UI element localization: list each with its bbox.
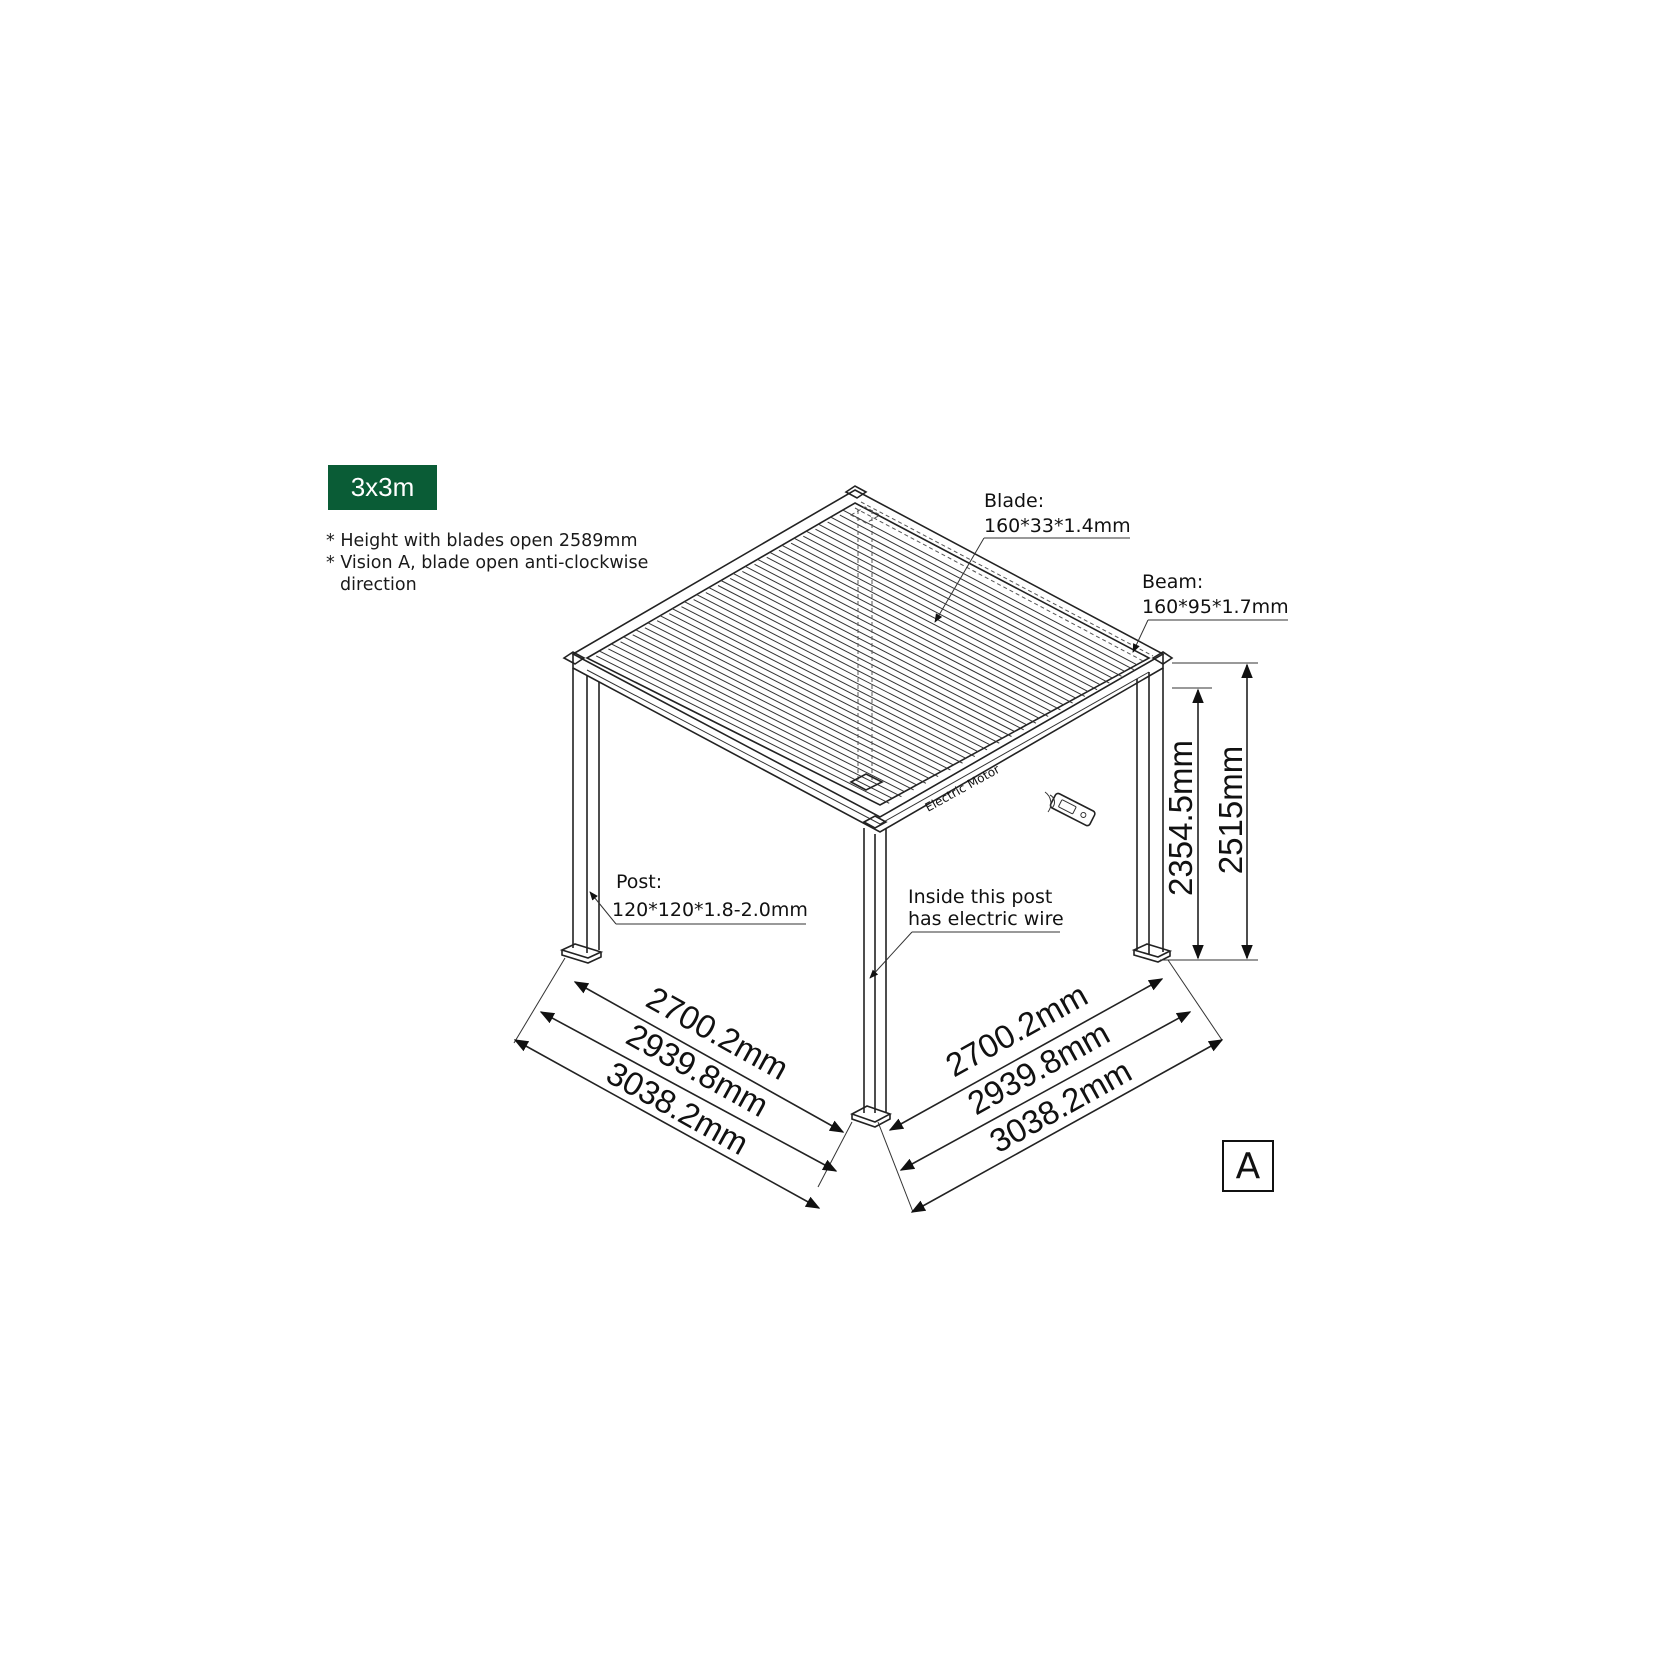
- roof-blade: [720, 580, 1015, 732]
- roof-blade: [757, 558, 1052, 712]
- roof-blade: [611, 643, 905, 793]
- roof-blade: [769, 551, 1064, 706]
- roof-blade-edge: [815, 528, 1110, 684]
- roof-blade-edge: [620, 641, 914, 791]
- blade-title: Blade:: [984, 490, 1044, 512]
- roof-blade-edge: [693, 599, 988, 751]
- wireless-signal-icon: [1044, 791, 1055, 813]
- blade-spec: 160*33*1.4mm: [984, 515, 1131, 537]
- roof-blade: [842, 509, 1138, 666]
- roof-blade-edge: [839, 514, 1135, 671]
- roof-blade: [745, 565, 1040, 719]
- roof-blade: [647, 622, 942, 773]
- roof-blade: [708, 587, 1003, 739]
- height-dimensions: [1160, 662, 1258, 961]
- roof-blade-edge: [717, 585, 1012, 737]
- roof-frame: [562, 485, 1174, 833]
- roof-blade: [623, 636, 917, 786]
- roof-blade: [830, 516, 1125, 672]
- spec-notes: * Height with blades open 2589mm * Visio…: [326, 530, 686, 596]
- roof-blade-edge: [669, 613, 963, 764]
- post-title: Post:: [616, 871, 662, 893]
- roof-blade: [806, 530, 1101, 686]
- width-dimensions: [513, 957, 1224, 1213]
- roof-blades: [595, 509, 1138, 804]
- leader-lines: [589, 537, 1288, 979]
- beam-spec: 160*95*1.7mm: [1142, 596, 1289, 618]
- roof-blade-edge: [632, 634, 927, 784]
- note-vision-cont: direction: [340, 575, 417, 595]
- roof-blade: [818, 523, 1113, 679]
- size-badge: 3x3m: [328, 465, 437, 510]
- beam-title: Beam:: [1142, 571, 1203, 593]
- roof-blade-edge: [754, 563, 1049, 717]
- note-vision: * Vision A, blade open anti-clockwise: [326, 553, 649, 573]
- roof-blade-edge: [644, 627, 939, 778]
- wire-note-line1: Inside this post: [908, 886, 1052, 908]
- roof-blade: [635, 629, 930, 779]
- height-clear-dimension: 2354.5mm: [1162, 740, 1199, 896]
- roof-blade-edge: [827, 521, 1122, 677]
- height-total-dimension: 2515mm: [1212, 746, 1249, 874]
- roof-blade-edge: [681, 606, 976, 757]
- post-spec: 120*120*1.8-2.0mm: [612, 899, 808, 921]
- roof-blade-edge: [742, 570, 1037, 724]
- roof-blade: [781, 544, 1076, 699]
- note-height: * Height with blades open 2589mm: [326, 531, 638, 551]
- roof-blade-edge: [778, 549, 1073, 704]
- hidden-lines: [849, 501, 1154, 791]
- roof-blade-edge: [656, 620, 951, 771]
- roof-blade: [696, 594, 991, 746]
- roof-blade: [659, 615, 954, 766]
- roof-blade: [598, 650, 893, 799]
- variant-label: A: [1222, 1140, 1274, 1192]
- roof-blade-edge: [803, 535, 1098, 691]
- wire-note-line2: has electric wire: [908, 908, 1064, 930]
- roof-blade: [732, 573, 1027, 726]
- roof-blade-edge: [766, 556, 1061, 711]
- remote-control-icon: [1049, 792, 1096, 827]
- roof-blade-edge: [729, 578, 1024, 731]
- roof-blade-edge: [595, 655, 890, 804]
- roof-blade-edge: [705, 592, 1000, 744]
- roof-blade-edge: [608, 648, 902, 798]
- roof-blade: [684, 601, 979, 752]
- posts: [559, 668, 1173, 1128]
- roof-blade: [672, 608, 966, 759]
